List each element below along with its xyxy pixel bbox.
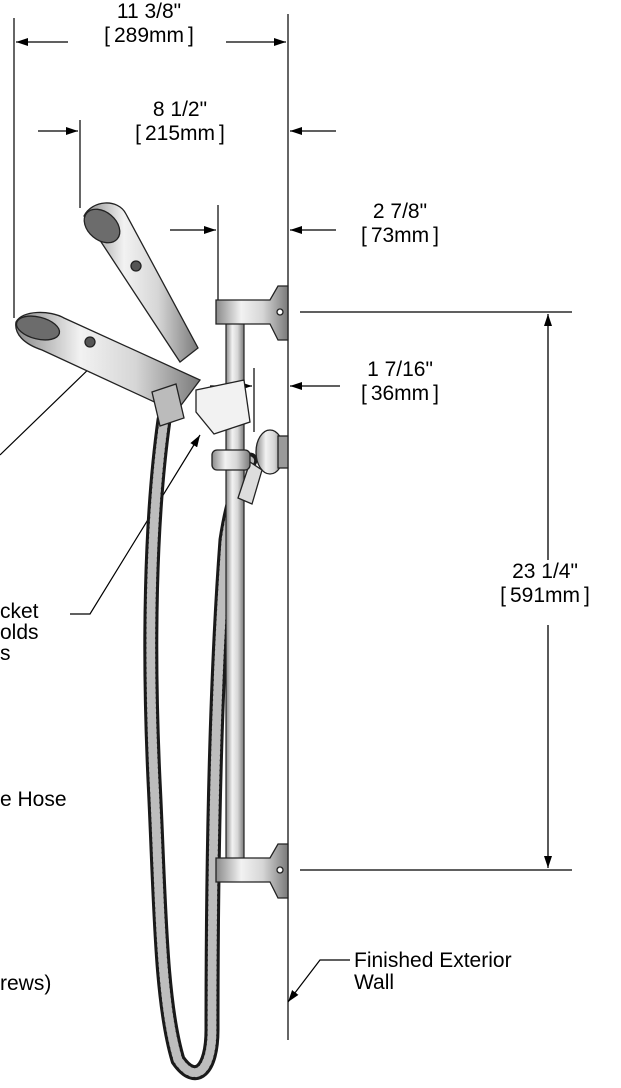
wall-callout: Finished Exterior Wall xyxy=(354,950,512,994)
screws-callout: rews) xyxy=(0,972,52,995)
dim-bar-projection-imperial: 2 7/8" xyxy=(372,200,428,223)
hand-shower-lower xyxy=(15,311,202,427)
dim-bar-projection: 2 7/8" [73mm] xyxy=(330,200,470,248)
bracket-callout-line3: s xyxy=(0,642,11,665)
dim-handle-width: 8 1/2" [215mm] xyxy=(100,98,260,146)
leader-lines xyxy=(0,361,350,1003)
dim-bar-length-imperial: 23 1/4" xyxy=(512,560,578,583)
bracket-callout-line2: olds xyxy=(0,621,39,644)
wall-callout-line1: Finished Exterior xyxy=(354,949,512,972)
dim-bracket-projection-imperial: 1 7/16" xyxy=(367,358,433,381)
dim-handle-width-imperial: 8 1/2" xyxy=(152,98,208,121)
dim-bracket-projection: 1 7/16" [36mm] xyxy=(330,358,470,406)
dim-bar-projection-metric: 73mm xyxy=(370,224,430,247)
hand-shower-upper xyxy=(83,202,199,363)
bracket-callout-line1: cket xyxy=(0,600,39,623)
shower-hose xyxy=(143,412,258,1081)
dim-handle-width-metric: 215mm xyxy=(144,122,216,145)
dim-overall-width-imperial: 11 3/8" xyxy=(116,0,182,23)
hose-callout: e Hose xyxy=(0,788,67,811)
dim-overall-width-metric: 289mm xyxy=(113,24,185,47)
dim-bar-length-metric: 591mm xyxy=(509,584,581,607)
wall-bracket-bottom xyxy=(215,843,289,899)
bracket-callout: cket olds s xyxy=(0,601,39,664)
hose-wall-connector xyxy=(237,429,289,505)
slider-bracket xyxy=(195,379,251,471)
wall-bracket-top xyxy=(215,285,289,341)
dim-bar-length: 23 1/4" [591mm] xyxy=(470,560,620,608)
dim-overall-width: 11 3/8" [289mm] xyxy=(64,0,234,48)
extension-lines xyxy=(13,14,572,1040)
dim-bracket-projection-metric: 36mm xyxy=(370,382,430,405)
wall-callout-line2: Wall xyxy=(354,971,395,994)
